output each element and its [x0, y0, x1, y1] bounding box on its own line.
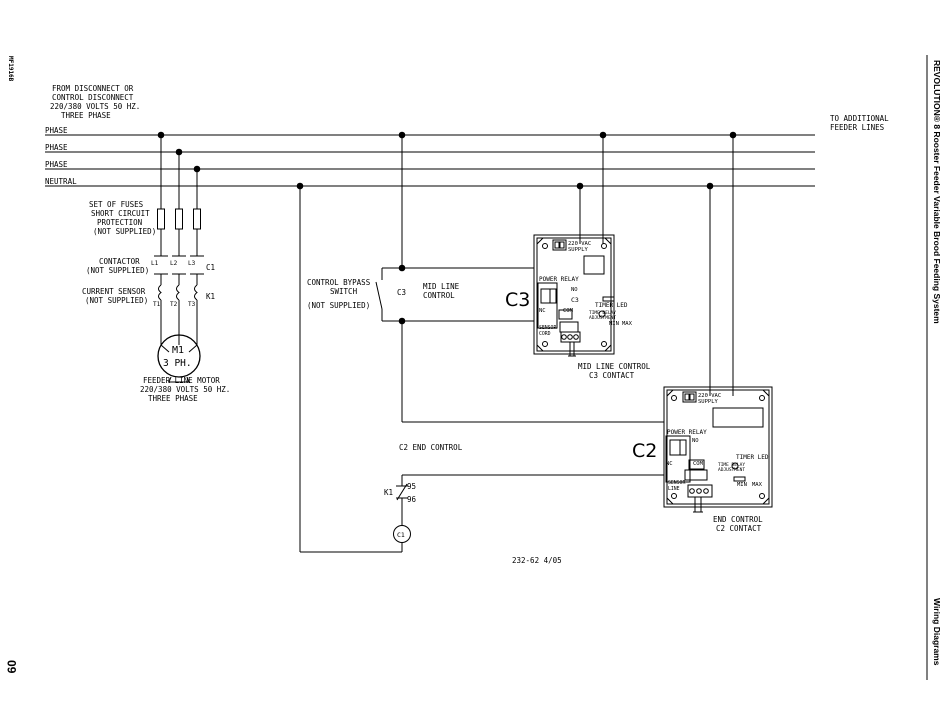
- c2-time-delay-2: ADJUSTMENT: [718, 467, 745, 473]
- source-line-1: FROM DISCONNECT OR: [52, 84, 134, 93]
- c3-supply-2: SUPPLY: [568, 247, 589, 253]
- mid-line-label-2: CONTROL: [423, 291, 455, 300]
- bypass-switch: [375, 267, 402, 322]
- bus-lines: [45, 134, 815, 187]
- k1-terminal-95: 95: [407, 482, 416, 491]
- c2-end-control-label: C2 END CONTROL: [399, 443, 463, 452]
- control-circuit-wires: [299, 135, 734, 553]
- page-number: 60: [5, 660, 19, 674]
- to-additional-1: TO ADDITIONAL: [830, 114, 889, 123]
- c2-com: COM: [693, 461, 704, 467]
- current-sensor-label-1: CURRENT SENSOR: [82, 287, 146, 296]
- control-c2-big-label: C2: [632, 440, 657, 462]
- doc-code: MF1916B: [7, 56, 14, 82]
- c1-coil: [393, 525, 411, 543]
- k1-contact-label: K1: [384, 488, 393, 497]
- contactor-label-2: (NOT SUPPLIED): [86, 266, 149, 275]
- current-sensor-coils: [158, 284, 198, 301]
- motor-3ph: 3 PH.: [163, 358, 192, 369]
- bypass-label-2: SWITCH: [330, 287, 358, 296]
- c2-supply-2: SUPPLY: [698, 399, 719, 405]
- c3-sensor-2: CORD: [539, 331, 551, 337]
- motor-branch-wires: [160, 135, 198, 353]
- c3-caption-2: C3 CONTACT: [589, 371, 635, 380]
- terminal-t2: T2: [170, 301, 178, 308]
- terminal-l2: L2: [170, 260, 178, 267]
- c3-nc: NC: [539, 308, 546, 314]
- c2-time-delay-1: TIME DELAY: [718, 462, 745, 468]
- c3-small-label: C3: [571, 296, 579, 304]
- c3-com: COM: [563, 308, 574, 314]
- c3-min: MIN: [609, 321, 619, 327]
- c3-supply-1: 220 VAC: [568, 241, 591, 247]
- k1-contact: [396, 483, 408, 501]
- bus-label-phase-2: PHASE: [45, 143, 68, 152]
- c1-coil-label: C1: [397, 531, 405, 539]
- c3-time-delay-2: ADJUSTMENT: [589, 315, 616, 321]
- c3-no: NO: [571, 287, 578, 293]
- source-line-3: 220/380 VOLTS 50 HZ.: [50, 102, 140, 111]
- source-line-4: THREE PHASE: [61, 111, 111, 120]
- terminal-l1: L1: [151, 260, 159, 267]
- bypass-label-3: (NOT SUPPLIED): [307, 301, 370, 310]
- bus-label-neutral: NEUTRAL: [45, 177, 77, 186]
- c3-time-delay-1: TIME DELAY: [589, 310, 616, 316]
- side-title: REVOLUTION® 8 Rooster Feeder Variable Br…: [932, 60, 942, 324]
- fuse-set: [157, 208, 201, 230]
- terminal-t3: T3: [188, 301, 196, 308]
- c2-sensor-2: LINE: [668, 486, 680, 492]
- terminal-l3: L3: [188, 260, 196, 267]
- fuses-label-1: SET OF FUSES: [89, 200, 144, 209]
- c2-supply-1: 220 VAC: [698, 393, 721, 399]
- side-section: Wiring Diagrams: [932, 598, 942, 666]
- motor-symbol: [157, 334, 201, 383]
- motor-label-3: THREE PHASE: [148, 394, 198, 403]
- k1-terminal-96: 96: [407, 495, 417, 504]
- fuses-label-2: SHORT CIRCUIT: [91, 209, 150, 218]
- bus-label-phase-3: PHASE: [45, 160, 68, 169]
- motor-label-1: FEEDER LINE MOTOR: [143, 376, 220, 385]
- bus-label-phase-1: PHASE: [45, 126, 68, 135]
- c3-max: MAX: [622, 321, 633, 327]
- contactor-label-1: CONTACTOR: [99, 257, 140, 266]
- motor-m1: M1: [172, 345, 184, 356]
- to-additional-2: FEEDER LINES: [830, 123, 885, 132]
- c2-sensor-1: SENSOR: [668, 480, 685, 486]
- terminal-t1: T1: [153, 301, 161, 308]
- c2-max: MAX: [752, 482, 763, 488]
- current-sensor-label-2: (NOT SUPPLIED): [85, 296, 148, 305]
- c3-power-relay: POWER RELAY: [539, 276, 579, 283]
- c2-power-relay: POWER RELAY: [667, 429, 707, 436]
- bypass-label-1: CONTROL BYPASS: [307, 278, 371, 287]
- source-line-2: CONTROL DISCONNECT: [52, 93, 134, 102]
- fuses-label-4: (NOT SUPPLIED): [93, 227, 156, 236]
- bypass-c3: C3: [397, 288, 406, 297]
- c2-no: NO: [692, 438, 699, 444]
- c2-timer-led: TIMER LED: [736, 454, 769, 461]
- fuses-label-3: PROTECTION: [97, 218, 142, 227]
- contactor-contacts: [154, 255, 204, 275]
- motor-label-2: 220/380 VOLTS 50 HZ.: [140, 385, 230, 394]
- terminal-k1: K1: [206, 292, 215, 301]
- c2-nc: NC: [666, 461, 673, 467]
- c2-caption-1: END CONTROL: [713, 515, 763, 524]
- c3-timer-led: TIMER LED: [595, 302, 628, 309]
- mid-line-label-1: MID LINE: [423, 282, 460, 291]
- c3-caption-1: MID LINE CONTROL: [578, 362, 651, 371]
- terminal-c1: C1: [206, 263, 215, 272]
- control-box-c2: [663, 386, 773, 513]
- c2-caption-2: C2 CONTACT: [716, 524, 762, 533]
- control-c3-big-label: C3: [505, 289, 530, 311]
- c2-min: MIN: [737, 482, 747, 488]
- c3-sensor-1: SENSOR: [539, 325, 556, 331]
- control-box-c3: [533, 234, 615, 357]
- drawing-code: 232-62 4/05: [512, 556, 562, 565]
